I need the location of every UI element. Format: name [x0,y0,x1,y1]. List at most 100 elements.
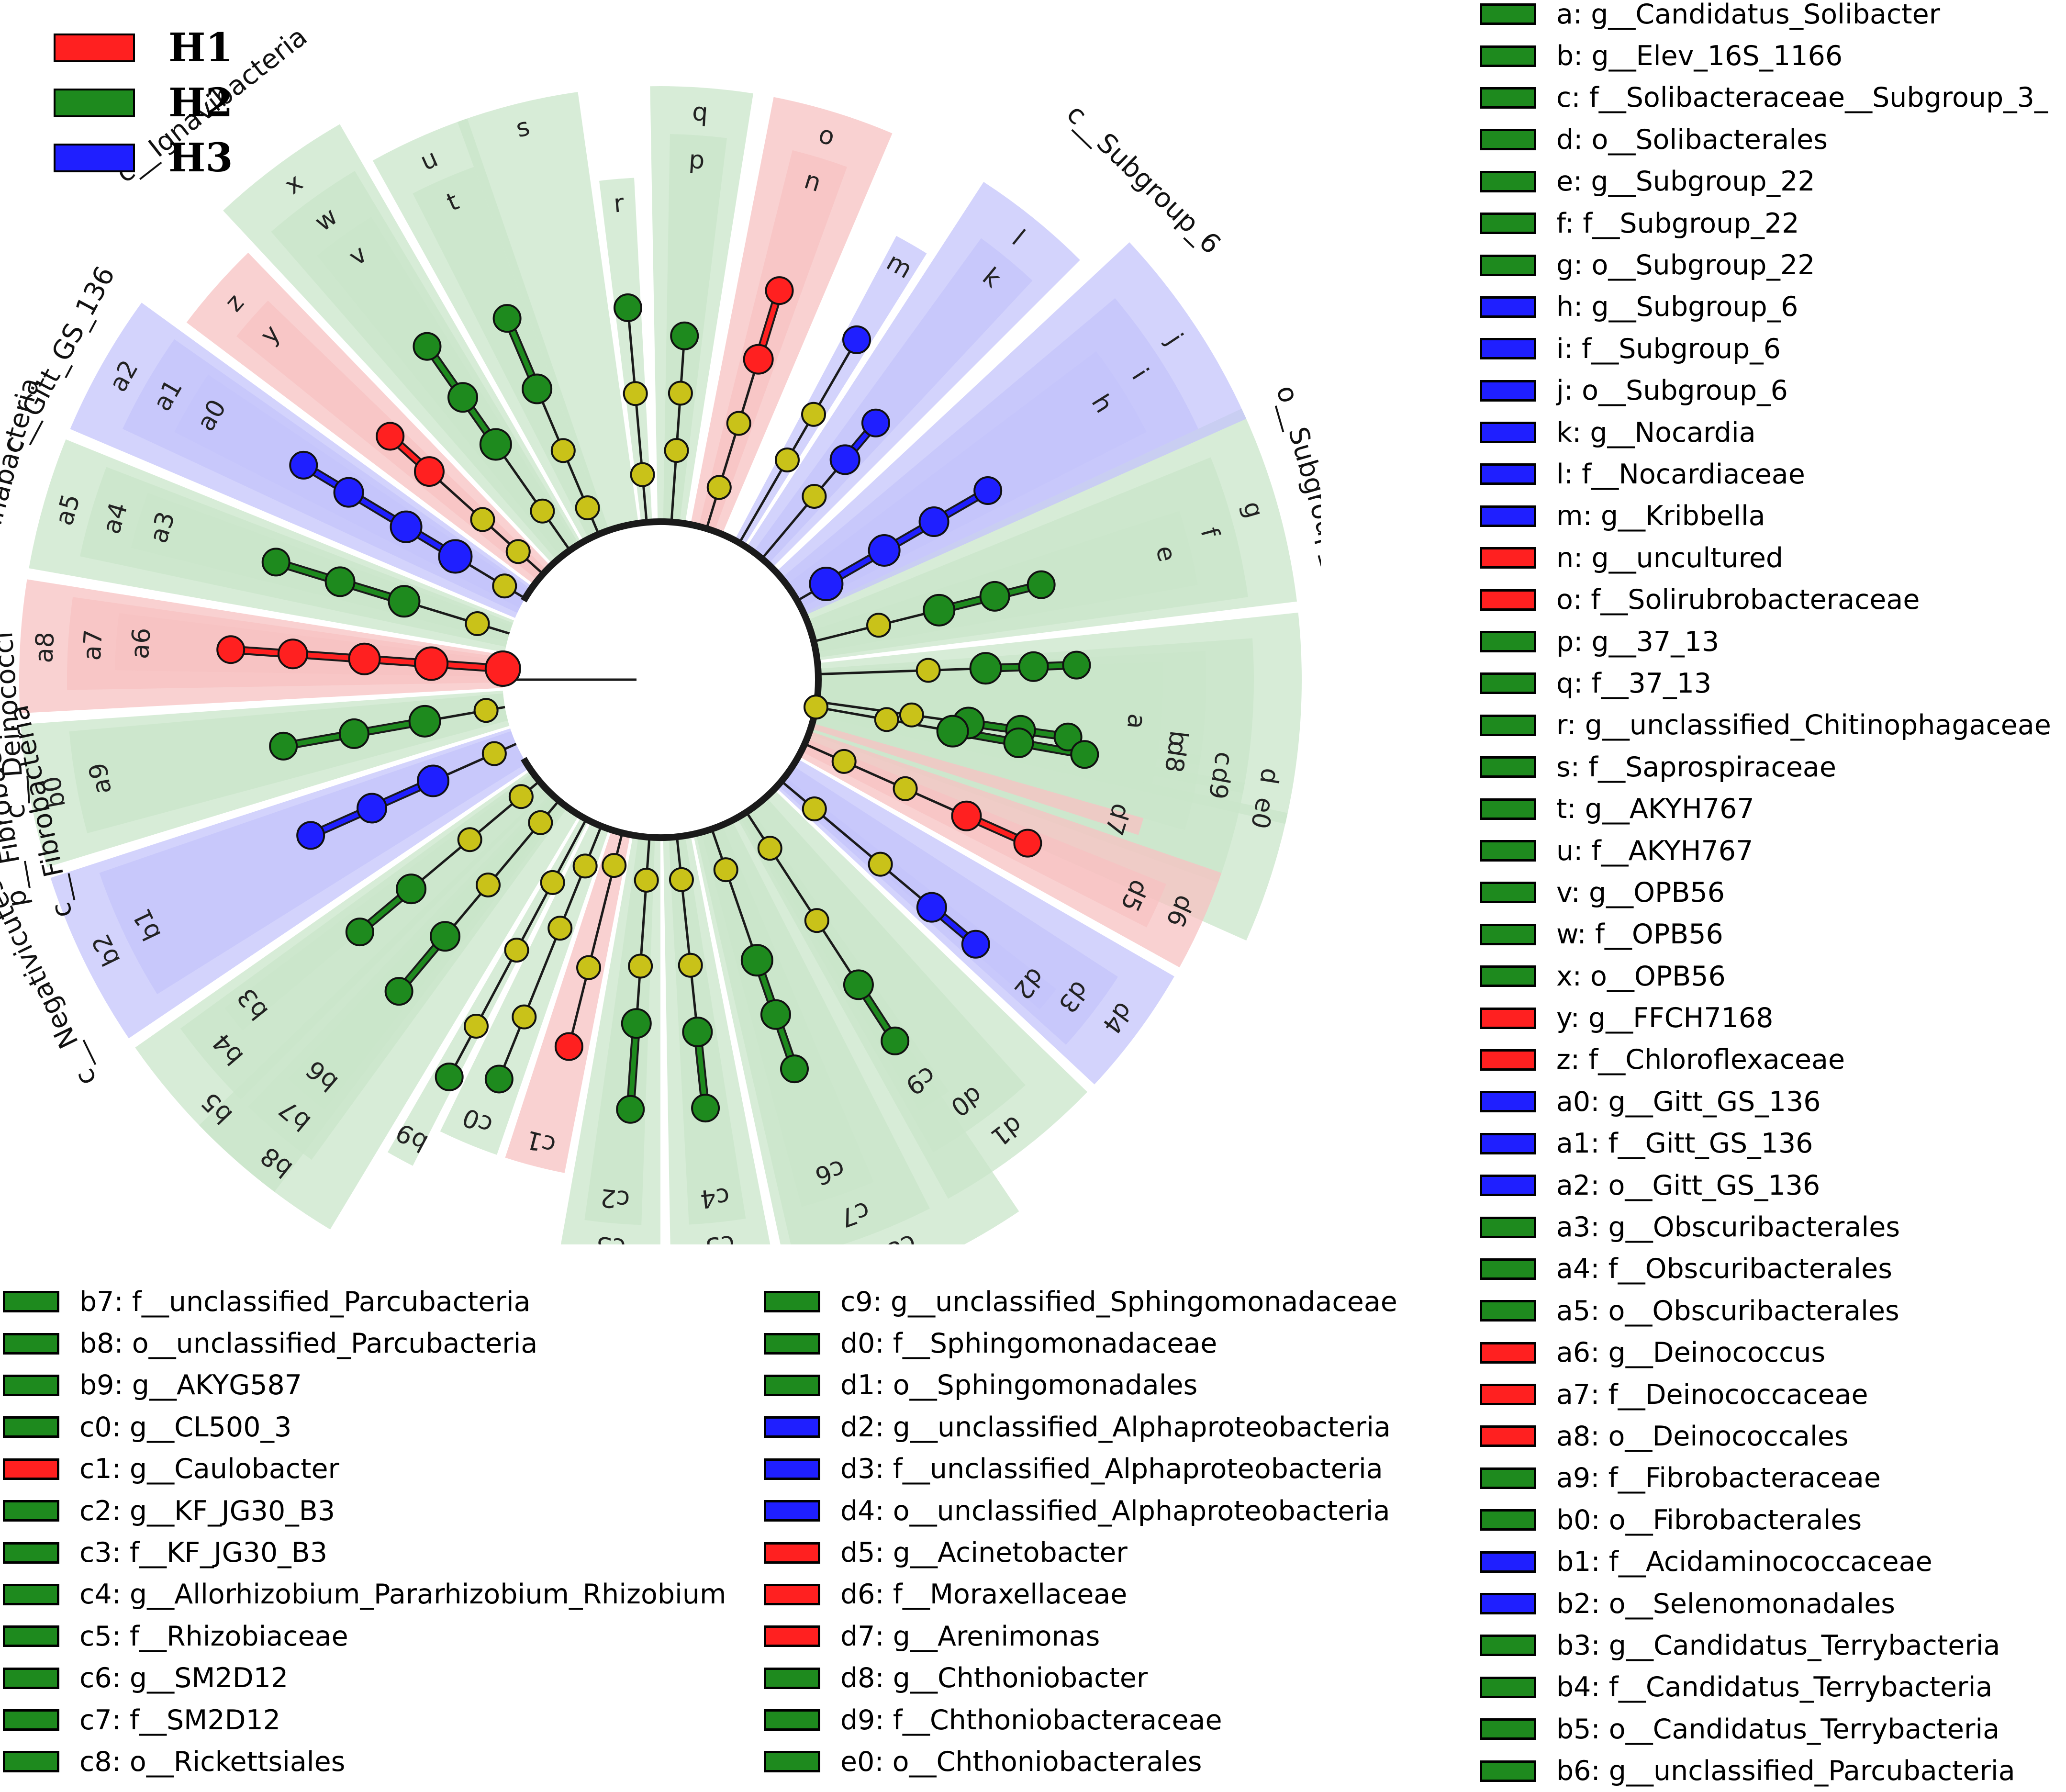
taxon-node [630,462,655,487]
legend-swatch [1480,296,1536,318]
taxa-legend-item: d8: g__Chthoniobacter [764,1658,1397,1699]
legend-swatch [1480,1258,1536,1280]
branch-edge [761,495,815,560]
clade-letter-d8: d8 [1159,739,1192,774]
legend-swatch [1480,213,1536,235]
legend-swatch [1480,1676,1536,1698]
taxa-legend-item: d9: f__Chthoniobacteraceae [764,1699,1397,1741]
clade-letter-a: a [1121,712,1151,730]
taxon-node [481,741,507,766]
taxon-node [916,892,947,923]
taxon-node [760,999,791,1030]
clade-sector-e0 [814,712,1288,824]
branch-edge [487,822,542,886]
legend-label: g: o__Subgroup_22 [1556,249,1815,281]
taxon-node [435,1062,464,1091]
taxa-legend-item: d6: f__Moraxellaceae [764,1574,1397,1615]
taxon-node [726,411,751,436]
clade-highlight-sectors [19,86,1302,1244]
legend-label: s: f__Saprospiraceae [1556,751,1836,783]
legend-swatch [764,1625,820,1647]
legend-label: b8: o__unclassified_Parcubacteria [79,1328,538,1360]
branch-edge [587,865,615,968]
h3-swatch [54,143,135,172]
legend-label: d: o__Solibacterales [1556,123,1828,156]
taxa-legend-item: a0: g__Gitt_GS_136 [1480,1081,2051,1122]
clade-letter-a7: a7 [78,628,108,661]
taxon-node [861,408,890,437]
legend-swatch [3,1291,59,1313]
taxon-node [802,796,827,821]
legend-swatch [1480,1718,1536,1740]
taxon-node [476,872,501,897]
legend-swatch [1480,547,1536,569]
clade-sector-c2 [584,836,655,1225]
legend-label: d2: g__unclassified_Alphaproteobacteria [840,1411,1391,1443]
taxon-node [348,642,381,675]
taxon-node [866,613,892,638]
taxa-legend-item: b6: g__unclassified_Parcubacteria [1480,1750,2051,1792]
legend-label: y: g__FFCH7168 [1556,1002,1774,1034]
taxa-legend-item: a2: o__Gitt_GS_136 [1480,1165,2051,1206]
taxa-legend-item: b1: f__Acidaminococcaceae [1480,1541,2051,1582]
taxon-node [804,908,829,933]
taxon-node [713,857,738,883]
taxon-node [261,548,290,577]
taxon-node [492,304,522,333]
taxon-node [388,585,421,618]
taxa-legend-item: d7: g__Arenimonas [764,1615,1397,1657]
taxon-node [973,476,1003,505]
legend-label: c5: f__Rhizobiaceae [79,1620,348,1652]
group-legend-item-h1: H1 [54,20,233,75]
group-legend-item-h3: H3 [54,130,233,185]
legend-label: c0: g__CL500_3 [79,1411,292,1443]
branch-edge [523,928,561,1018]
legend-swatch [1480,1760,1536,1782]
legend-label: j: o__Subgroup_6 [1556,375,1788,407]
taxon-node [396,874,427,905]
taxon-node [1018,651,1049,682]
legend-swatch [1480,882,1536,904]
taxon-node [936,715,969,748]
clade-letter-p: p [688,146,705,175]
branch-edge [475,949,518,1027]
taxa-legend-bottom-left: b7: f__unclassified_Parcubacteria b8: o__… [3,1281,726,1783]
legend-swatch [764,1751,820,1773]
taxon-node [743,344,774,375]
taxon-node [324,566,356,597]
legend-swatch [1480,1384,1536,1406]
taxon-node [512,1004,537,1030]
legend-label: a2: o__Gitt_GS_136 [1556,1169,1820,1201]
legend-swatch [1480,1007,1536,1029]
taxa-legend-item: n: g__uncultured [1480,537,2051,579]
clade-sector-v [317,217,577,557]
taxa-legend-item: b3: g__Candidatus_Terrybacteria [1480,1624,2051,1666]
legend-label: k: g__Nocardia [1556,416,1756,448]
legend-label: t: g__AKYH767 [1556,793,1754,825]
legend-swatch [1480,1551,1536,1573]
taxa-legend-item: r: g__unclassified_Chitinophagaceae [1480,705,2051,746]
legend-swatch [3,1416,59,1438]
clade-sector-s [457,92,639,531]
legend-label: d3: f__unclassified_Alphaproteobacteria [840,1453,1383,1485]
taxa-legend-item: c4: g__Allorhizobium_Pararhizobium_Rhizo… [3,1574,726,1615]
taxon-node [505,539,531,564]
legend-label: a: g__Candidatus_Solibacter [1556,0,1941,30]
taxa-legend-item: a3: g__Obscuribacterales [1480,1206,2051,1248]
group-legend: H1 H2 H3 [54,20,233,185]
taxon-node [669,867,694,892]
taxa-legend-item: p: g__37_13 [1480,621,2051,662]
taxa-legend-item: a8: o__Deinococcales [1480,1415,2051,1457]
branch-edge [738,459,789,544]
taxa-legend-item: b7: f__unclassified_Parcubacteria [3,1281,726,1322]
taxa-legend-item: a6: g__Deinococcus [1480,1332,2051,1374]
taxon-node [874,707,899,732]
taxon-node [809,567,844,601]
taxon-node [706,475,732,500]
legend-swatch [1480,1132,1536,1154]
taxon-node [969,652,1002,685]
legend-swatch [764,1291,820,1313]
taxa-legend-item: d4: o__unclassified_Alphaproteobacteria [764,1490,1397,1532]
